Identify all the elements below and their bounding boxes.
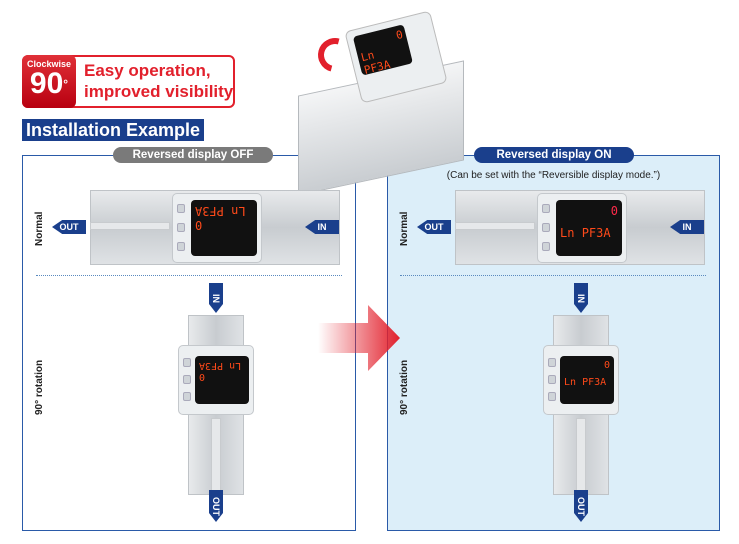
divider xyxy=(36,275,342,276)
in-arrow: IN xyxy=(305,220,339,234)
left-panel-title: Reversed display OFF xyxy=(113,147,273,163)
out-arrow: OUT xyxy=(574,490,588,522)
in-arrow: IN xyxy=(670,220,704,234)
right-panel-note: (Can be set with the “Reversible display… xyxy=(446,170,661,181)
row-label-rotation: 90° rotation xyxy=(34,359,45,415)
in-arrow: IN xyxy=(209,283,223,313)
display-line1: 0 xyxy=(195,218,203,232)
row-label-normal: Normal xyxy=(399,211,410,246)
badge-angle: 90 xyxy=(29,67,64,100)
headline-line2: improved visibility xyxy=(84,82,234,101)
out-arrow: OUT xyxy=(52,220,86,234)
cable xyxy=(90,222,170,230)
cable xyxy=(455,222,535,230)
display-line2-left: Ln xyxy=(229,360,242,371)
display-line1: 0 xyxy=(610,204,618,218)
transition-arrow-icon xyxy=(318,305,400,371)
display-line2-right: PF3A xyxy=(582,377,607,388)
row-label-rotation: 90° rotation xyxy=(399,359,410,415)
badge-top-label: Clockwise xyxy=(26,59,72,69)
headline-line1: Easy operation, xyxy=(84,61,211,80)
out-arrow: OUT xyxy=(417,220,451,234)
sensor-device: 0 Ln PF3A xyxy=(543,345,619,415)
badge-headline: Easy operation, improved visibility xyxy=(84,60,233,102)
row-label-normal: Normal xyxy=(34,211,45,246)
display-line2-right: PF3A xyxy=(199,360,224,371)
clockwise-90-badge: Clockwise 90° xyxy=(22,55,76,108)
sensor-device: 0 Ln PF3A xyxy=(537,193,627,263)
display-line2-left: Ln xyxy=(231,204,246,218)
display-line1: 0 xyxy=(603,360,610,371)
right-panel-title: Reversed display ON xyxy=(474,147,634,163)
cable xyxy=(576,418,586,493)
out-arrow: OUT xyxy=(209,490,223,522)
display-line2-left: Ln xyxy=(564,377,577,388)
divider xyxy=(400,275,706,276)
section-title: Installation Example xyxy=(22,119,205,141)
sensor-device: Ln PF3A 0 xyxy=(172,193,262,263)
degree-symbol: ° xyxy=(63,77,69,91)
sensor-device: Ln PF3A 0 xyxy=(178,345,254,415)
display-line2-left: Ln xyxy=(560,226,575,240)
display-line2-right: PF3A xyxy=(581,226,611,240)
cable xyxy=(211,418,221,493)
display-line2-right: PF3A xyxy=(195,204,224,218)
display-line1: 0 xyxy=(199,371,206,382)
in-arrow: IN xyxy=(574,283,588,313)
